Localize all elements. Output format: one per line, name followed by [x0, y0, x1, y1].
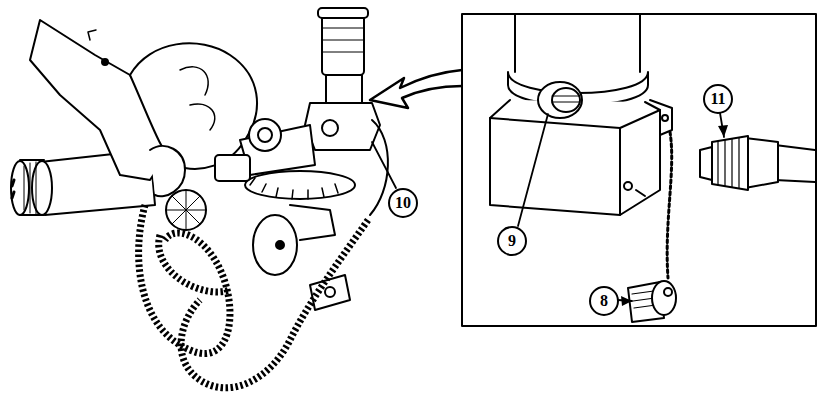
- inset-frame: [462, 14, 816, 326]
- callout-number: 10: [388, 188, 418, 218]
- cable-connector: [700, 136, 815, 190]
- callout-number: 9: [497, 226, 527, 256]
- dust-plug: [628, 281, 676, 322]
- callout-number: 11: [703, 84, 733, 114]
- coiled-cord: [139, 205, 368, 388]
- inset-detail: [490, 14, 672, 215]
- callout-number: 8: [589, 286, 619, 316]
- leader-line: [372, 113, 724, 301]
- pointer-arrow: [370, 70, 462, 108]
- sight-unit: [166, 8, 380, 310]
- leader-arrowhead: [621, 125, 728, 306]
- chain: [667, 132, 672, 278]
- hand: [30, 20, 257, 196]
